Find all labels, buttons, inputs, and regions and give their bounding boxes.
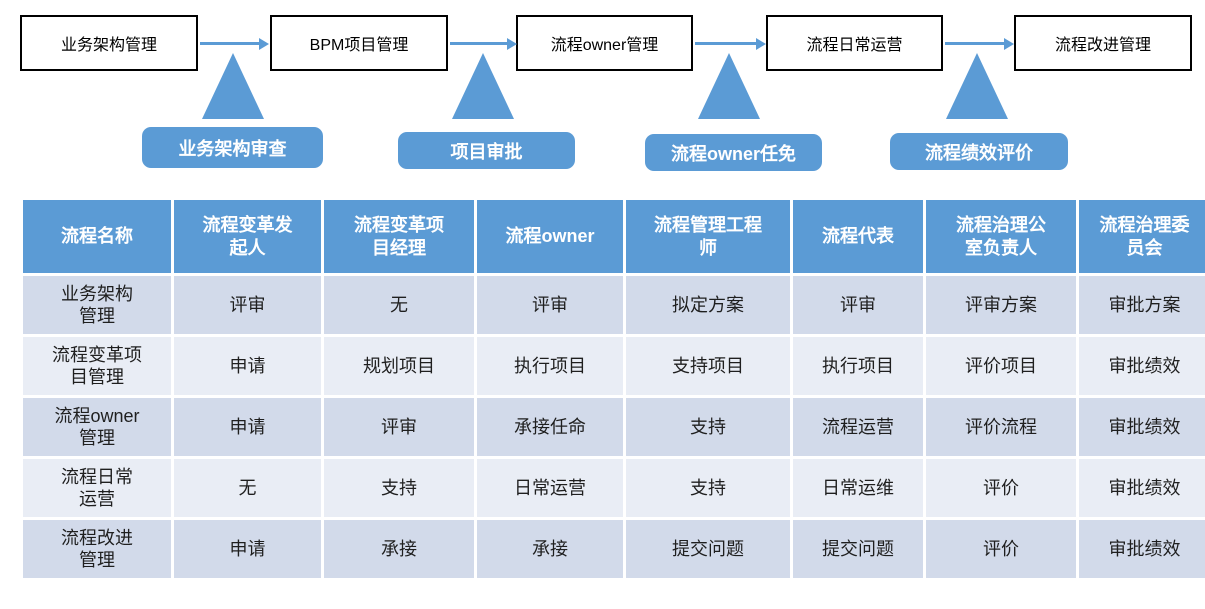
right-arrow-icon	[695, 37, 766, 50]
table-cell: 支持项目	[626, 337, 790, 395]
flow-stage-bpm-project: BPM项目管理	[270, 15, 448, 71]
table-row: 流程owner 管理 申请 评审 承接任命 支持 流程运营 评价流程 审批绩效	[23, 398, 1205, 456]
table-cell: 无	[174, 459, 321, 517]
row-name: 业务架构 管理	[23, 276, 171, 334]
right-arrow-icon	[200, 37, 269, 50]
column-header-change-project-manager: 流程变革项 目经理	[324, 200, 474, 273]
table-cell: 流程运营	[793, 398, 923, 456]
up-triangle-icon	[452, 53, 514, 119]
table-cell: 承接	[477, 520, 623, 578]
flow-stage-process-owner: 流程owner管理	[516, 15, 693, 71]
row-name: 流程owner 管理	[23, 398, 171, 456]
table-cell: 评审	[174, 276, 321, 334]
up-triangle-icon	[202, 53, 264, 119]
gate-badge-project-approval: 项目审批	[398, 132, 575, 169]
table-cell: 审批绩效	[1079, 520, 1205, 578]
table-cell: 承接任命	[477, 398, 623, 456]
flow-stage-label: 流程owner管理	[550, 37, 659, 54]
gate-badge-performance-evaluation: 流程绩效评价	[890, 133, 1068, 170]
flow-stage-business-architecture: 业务架构管理	[20, 15, 198, 71]
table-cell: 评审方案	[926, 276, 1076, 334]
table-cell: 承接	[324, 520, 474, 578]
table-row: 流程日常 运营 无 支持 日常运营 支持 日常运维 评价 审批绩效	[23, 459, 1205, 517]
table-cell: 评价	[926, 459, 1076, 517]
table-cell: 申请	[174, 337, 321, 395]
table-cell: 审批绩效	[1079, 337, 1205, 395]
table-cell: 规划项目	[324, 337, 474, 395]
table-cell: 审批方案	[1079, 276, 1205, 334]
gate-badge-label: 流程绩效评价	[925, 142, 1033, 163]
row-name: 流程日常 运营	[23, 459, 171, 517]
table-cell: 拟定方案	[626, 276, 790, 334]
flow-stage-improvement: 流程改进管理	[1014, 15, 1192, 71]
table-cell: 审批绩效	[1079, 398, 1205, 456]
table-row: 流程改进 管理 申请 承接 承接 提交问题 提交问题 评价 审批绩效	[23, 520, 1205, 578]
table-cell: 评价流程	[926, 398, 1076, 456]
table-cell: 执行项目	[793, 337, 923, 395]
row-name: 流程变革项 目管理	[23, 337, 171, 395]
table-cell: 执行项目	[477, 337, 623, 395]
right-arrow-icon	[450, 37, 517, 50]
table-cell: 日常运维	[793, 459, 923, 517]
column-header-process-owner: 流程owner	[477, 200, 623, 273]
column-header-process-representative: 流程代表	[793, 200, 923, 273]
table-cell: 评审	[477, 276, 623, 334]
flow-stage-label: BPM项目管理	[309, 37, 409, 54]
column-header-change-initiator: 流程变革发 起人	[174, 200, 321, 273]
up-triangle-icon	[698, 53, 760, 119]
table-cell: 提交问题	[793, 520, 923, 578]
right-arrow-icon	[945, 37, 1014, 50]
column-header-process-engineer: 流程管理工程 师	[626, 200, 790, 273]
column-header-process-name: 流程名称	[23, 200, 171, 273]
flow-stage-label: 流程改进管理	[1054, 37, 1151, 54]
table-cell: 支持	[324, 459, 474, 517]
gate-badge-architecture-review: 业务架构审查	[142, 127, 323, 168]
row-name: 流程改进 管理	[23, 520, 171, 578]
table-cell: 支持	[626, 459, 790, 517]
table-cell: 评价	[926, 520, 1076, 578]
column-header-governance-committee: 流程治理委 员会	[1079, 200, 1205, 273]
gate-badge-owner-appointment: 流程owner任免	[645, 134, 822, 171]
table-cell: 评价项目	[926, 337, 1076, 395]
raci-table: 流程名称 流程变革发 起人 流程变革项 目经理 流程owner 流程管理工程 师…	[20, 197, 1205, 581]
gate-badge-label: 项目审批	[450, 141, 523, 162]
table-cell: 无	[324, 276, 474, 334]
table-row: 业务架构 管理 评审 无 评审 拟定方案 评审 评审方案 审批方案	[23, 276, 1205, 334]
up-triangle-icon	[946, 53, 1008, 119]
table-row: 流程变革项 目管理 申请 规划项目 执行项目 支持项目 执行项目 评价项目 审批…	[23, 337, 1205, 395]
table-cell: 日常运营	[477, 459, 623, 517]
flow-stage-label: 业务架构管理	[60, 37, 157, 54]
column-header-governance-office-lead: 流程治理公 室负责人	[926, 200, 1076, 273]
table-cell: 提交问题	[626, 520, 790, 578]
flow-stage-label: 流程日常运营	[806, 37, 903, 54]
flow-stage-daily-operation: 流程日常运营	[766, 15, 943, 71]
table-cell: 审批绩效	[1079, 459, 1205, 517]
table-header-row: 流程名称 流程变革发 起人 流程变革项 目经理 流程owner 流程管理工程 师…	[23, 200, 1205, 273]
table-cell: 支持	[626, 398, 790, 456]
gate-badge-label: 流程owner任免	[670, 143, 796, 164]
gate-badge-label: 业务架构审查	[178, 138, 287, 159]
table-cell: 申请	[174, 398, 321, 456]
table-cell: 申请	[174, 520, 321, 578]
table-cell: 评审	[793, 276, 923, 334]
table-cell: 评审	[324, 398, 474, 456]
